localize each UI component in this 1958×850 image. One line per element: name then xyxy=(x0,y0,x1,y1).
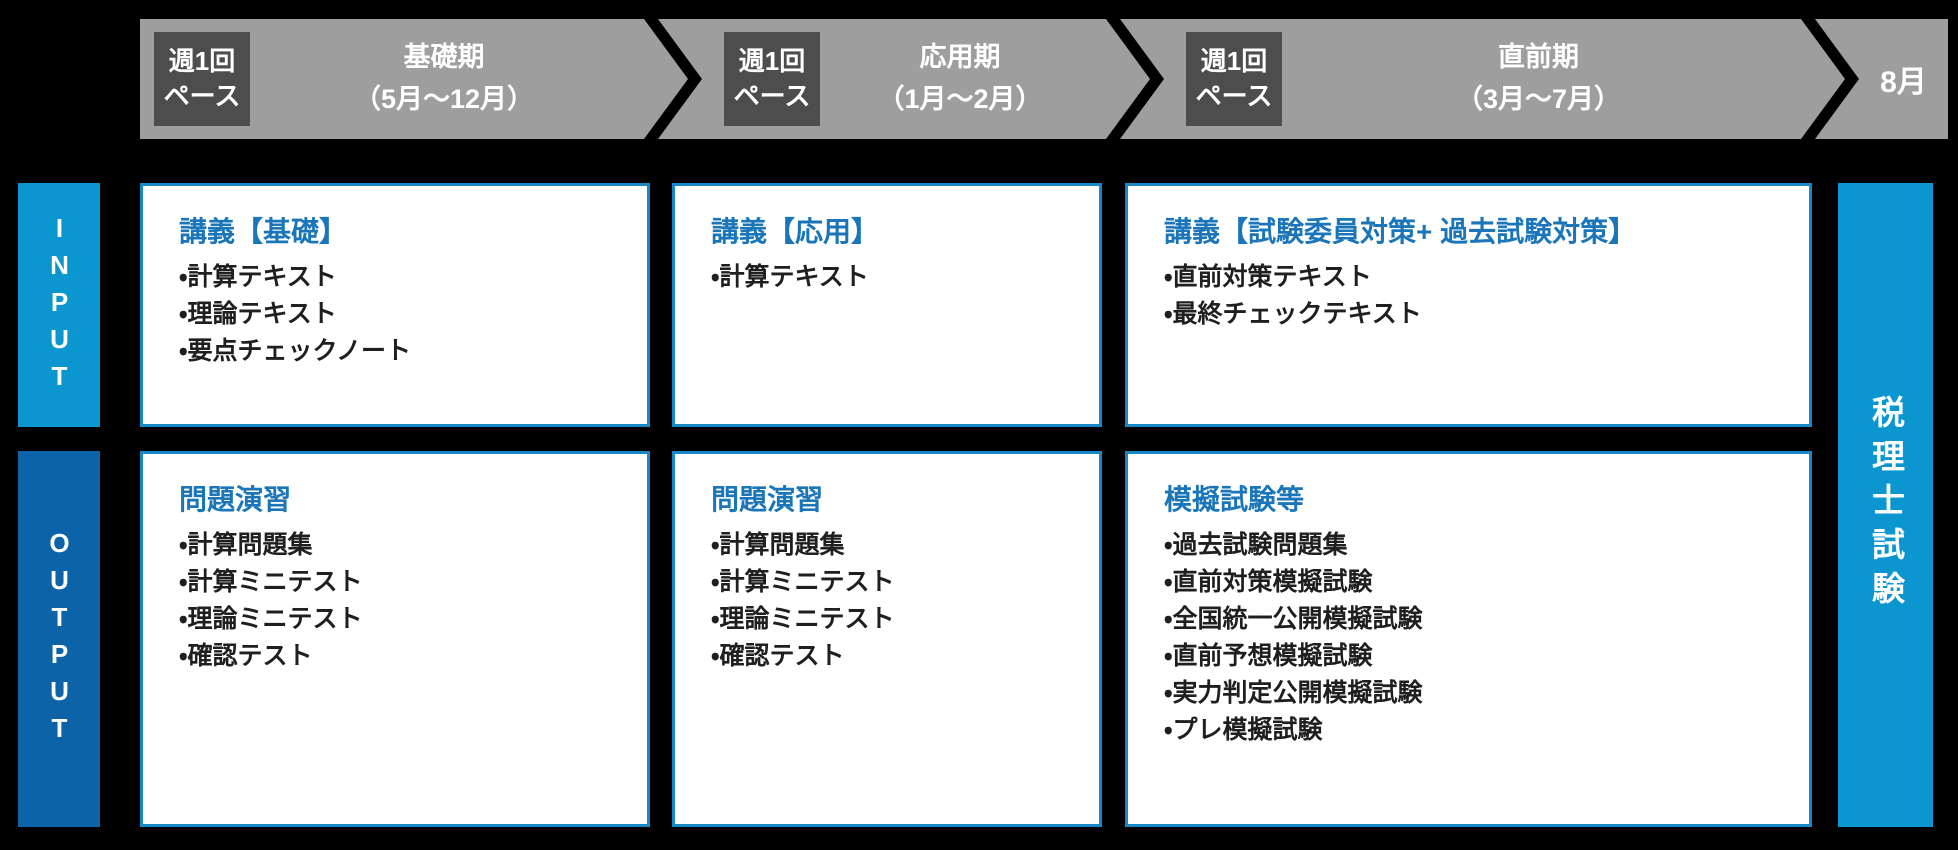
curriculum-item: ・理論ミニテスト xyxy=(711,605,895,633)
phase-name: 基礎期 xyxy=(403,42,485,73)
phase-name: 直前期 xyxy=(1498,42,1579,73)
phase-label: 直前期 （3月～7月） xyxy=(1282,37,1795,121)
curriculum-item: ・直前対策模擬試験 xyxy=(1164,568,1373,596)
curriculum-item: ・直前対策テキスト xyxy=(1164,263,1372,291)
curriculum-item: ・過去試験問題集 xyxy=(1164,531,1348,559)
phase-arrow-applied: 週1回 ペース 応用期 （1月～2月） xyxy=(658,19,1150,139)
pace-line2: ペース xyxy=(733,81,811,111)
phase-period: （3月～7月） xyxy=(1455,84,1622,114)
final-month-label: 8月 xyxy=(1880,66,1927,99)
curriculum-item: ・計算問題集 xyxy=(711,531,845,559)
output-row-label: OUTPUT xyxy=(18,451,100,827)
phase-label: 応用期 （1月～2月） xyxy=(820,37,1100,121)
input-box-basic: 講義【基礎】 ・計算テキスト ・理論テキスト ・要点チェックノート xyxy=(140,183,650,427)
input-row-label: INPUT xyxy=(18,183,100,427)
box-title: 講義【基礎】 xyxy=(179,216,348,247)
curriculum-item: ・プレ模擬試験 xyxy=(1164,716,1323,744)
phase-period: （1月～2月） xyxy=(877,84,1043,114)
pace-line1: 週1回 xyxy=(1200,45,1268,76)
pace-line1: 週1回 xyxy=(738,45,806,76)
curriculum-item: ・実力判定公開模擬試験 xyxy=(1164,679,1423,707)
curriculum-item: ・確認テスト xyxy=(179,642,313,670)
exam-goal-bar: 税理士試験 xyxy=(1838,183,1933,827)
phase-arrow-final: 週1回 ペース 直前期 （3月～7月） xyxy=(1120,19,1845,139)
pace-line2: ペース xyxy=(163,81,241,111)
phase-period: （5月～12月） xyxy=(353,84,535,114)
pace-badge: 週1回 ペース xyxy=(1186,32,1282,126)
curriculum-item: ・確認テスト xyxy=(711,642,845,670)
pace-badge: 週1回 ペース xyxy=(154,32,250,126)
curriculum-item: ・全国統一公開模擬試験 xyxy=(1164,605,1423,633)
box-title: 問題演習 xyxy=(179,484,292,515)
phase-arrow-basic: 週1回 ペース 基礎期 （5月～12月） xyxy=(140,19,688,139)
pace-line1: 週1回 xyxy=(168,45,236,76)
curriculum-item: ・直前予想模擬試験 xyxy=(1164,642,1373,670)
phase-name: 応用期 xyxy=(919,42,1001,73)
curriculum-item: ・理論テキスト xyxy=(179,300,337,328)
curriculum-item: ・要点チェックノート xyxy=(179,337,412,365)
box-title: 模擬試験等 xyxy=(1164,484,1305,515)
curriculum-item: ・理論ミニテスト xyxy=(179,605,363,633)
curriculum-item: ・計算問題集 xyxy=(179,531,313,559)
input-box-applied: 講義【応用】 ・計算テキスト xyxy=(672,183,1102,427)
curriculum-item: ・計算テキスト xyxy=(179,263,337,291)
box-title: 問題演習 xyxy=(711,484,824,515)
phase-label: 基礎期 （5月～12月） xyxy=(250,37,638,121)
curriculum-item: ・計算テキスト xyxy=(711,263,869,291)
box-title: 講義【応用】 xyxy=(711,216,880,247)
input-box-final: 講義【試験委員対策+ 過去試験対策】 ・直前対策テキスト ・最終チェックテキスト xyxy=(1125,183,1812,427)
output-box-applied: 問題演習 ・計算問題集 ・計算ミニテスト ・理論ミニテスト ・確認テスト xyxy=(672,451,1102,827)
pace-line2: ペース xyxy=(1195,81,1273,111)
curriculum-item: ・最終チェックテキスト xyxy=(1164,300,1422,328)
output-box-basic: 問題演習 ・計算問題集 ・計算ミニテスト ・理論ミニテスト ・確認テスト xyxy=(140,451,650,827)
curriculum-item: ・計算ミニテスト xyxy=(179,568,363,596)
pace-badge: 週1回 ペース xyxy=(724,32,820,126)
box-title: 講義【試験委員対策+ 過去試験対策】 xyxy=(1164,216,1637,247)
curriculum-item: ・計算ミニテスト xyxy=(711,568,895,596)
output-box-final: 模擬試験等 ・過去試験問題集 ・直前対策模擬試験 ・全国統一公開模擬試験 ・直前… xyxy=(1125,451,1812,827)
